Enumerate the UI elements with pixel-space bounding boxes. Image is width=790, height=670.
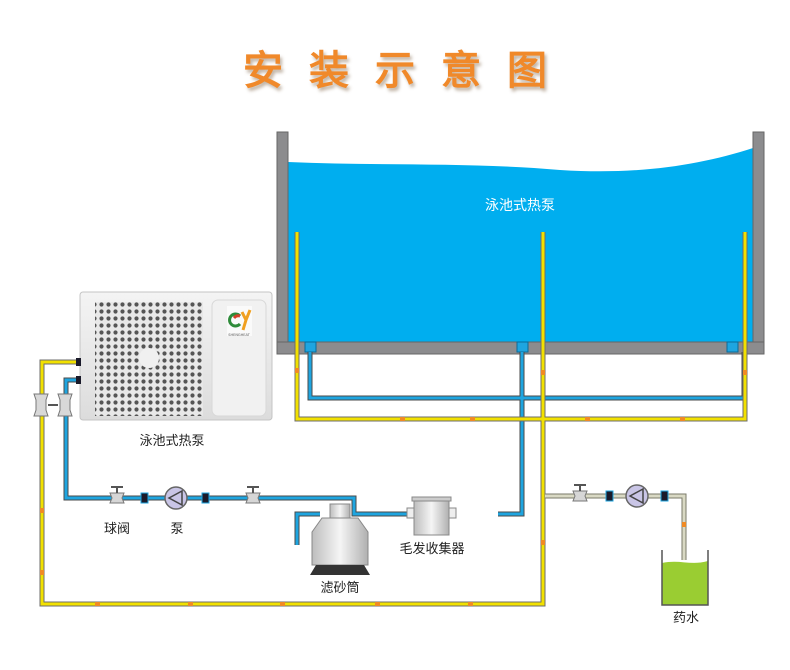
- unit-outlet-connector: [76, 358, 81, 366]
- pipe-union: [660, 490, 669, 502]
- heat-pump-label: 泳池式热泵: [139, 434, 204, 449]
- pump-label: 泵: [170, 522, 183, 537]
- pool-wall-left: [276, 131, 289, 355]
- pool-label: 泳池式热泵: [485, 198, 555, 214]
- unit-isolation-valves: [33, 393, 73, 417]
- pool-water: [288, 148, 753, 342]
- ball-valve-label: 球阀: [104, 522, 130, 537]
- dosing-pump: [625, 484, 649, 508]
- circulation-pump: [164, 486, 188, 510]
- hot-water-pipes: [39, 232, 748, 607]
- swimming-pool: [276, 131, 765, 355]
- pipe-union: [605, 490, 614, 502]
- pool-drain-right: [726, 341, 739, 353]
- cold-water-pipes: [63, 352, 747, 545]
- unit-inlet-connector: [76, 376, 81, 384]
- brand-logo-icon: SHENGHEAT: [227, 306, 252, 337]
- brand-name: SHENGHEAT: [228, 333, 250, 337]
- heat-pump-unit: SHENGHEAT: [76, 291, 273, 421]
- pool-wall-right: [752, 131, 765, 355]
- ball-valve: [109, 486, 125, 504]
- sand-filter: [310, 503, 370, 575]
- chemical-pipe: [545, 493, 687, 560]
- flow-markers: [40, 368, 747, 606]
- page-title: 安装示意图: [243, 47, 573, 94]
- hair-collector: [406, 496, 457, 536]
- ball-valve: [245, 486, 261, 504]
- chemical-label: 药水: [673, 611, 699, 626]
- fan-hub: [139, 348, 159, 368]
- pool-drain-middle: [516, 341, 529, 353]
- dosing-valve: [572, 484, 588, 502]
- pipe-union: [201, 492, 210, 504]
- pool-drain-left: [304, 341, 317, 353]
- hair-collector-label: 毛发收集器: [399, 541, 464, 557]
- chemical-tank: [661, 550, 709, 606]
- pipe-union: [140, 492, 149, 504]
- sand-filter-label: 滤砂筒: [320, 580, 359, 596]
